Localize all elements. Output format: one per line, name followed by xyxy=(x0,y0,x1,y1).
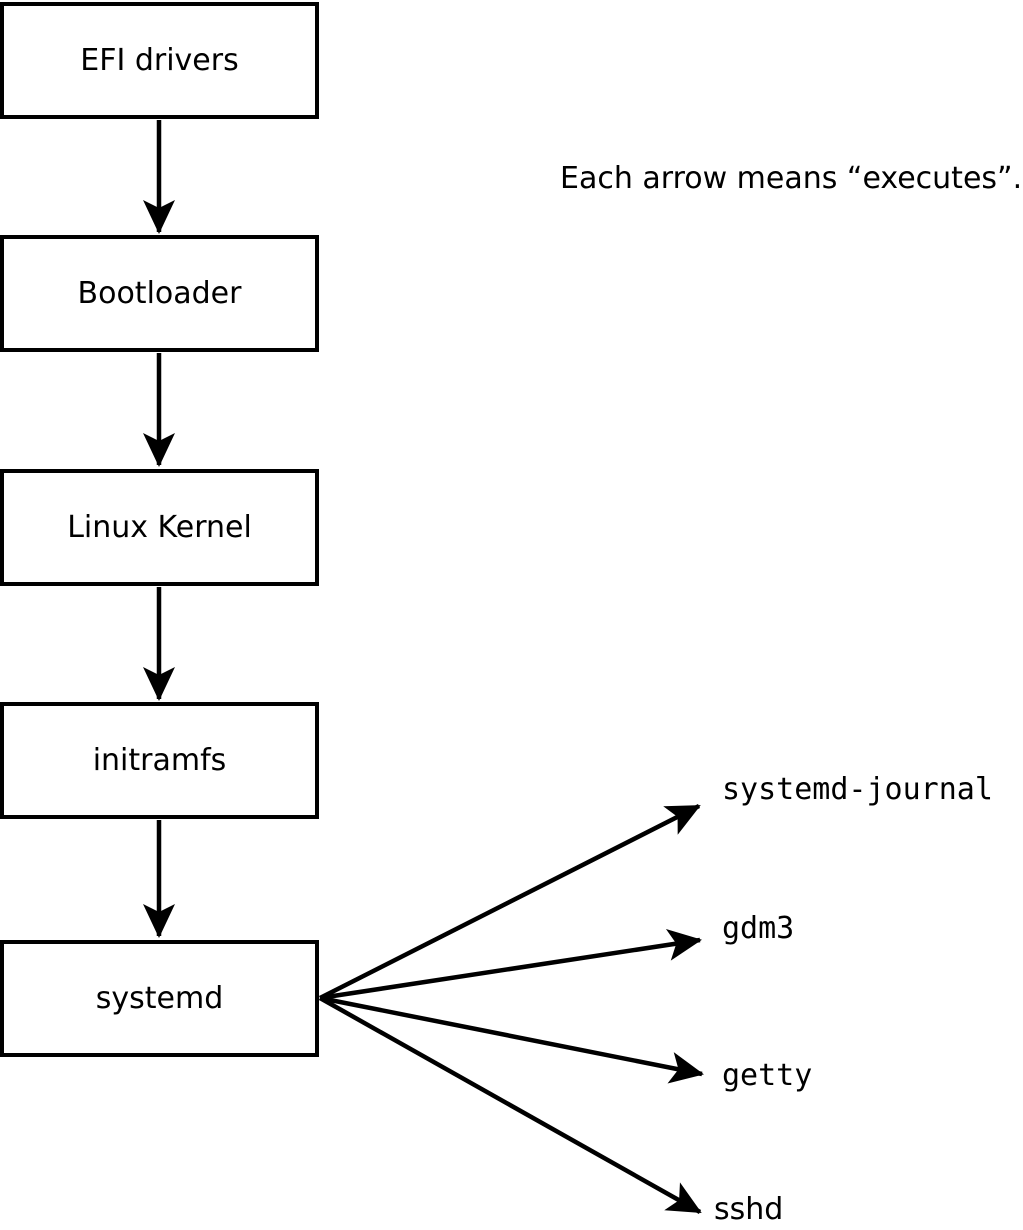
service-label-sshd: sshd xyxy=(714,1192,784,1227)
box-bootloader: Bootloader xyxy=(0,235,319,352)
box-initramfs: initramfs xyxy=(0,702,319,819)
service-label-getty: getty xyxy=(722,1058,813,1093)
box-linux-kernel-label: Linux Kernel xyxy=(67,509,252,545)
box-initramfs-label: initramfs xyxy=(92,742,227,778)
arrow-systemd-to-getty xyxy=(319,995,704,1084)
caption-arrow-meaning: Each arrow means “executes”. xyxy=(560,161,1023,196)
box-systemd-label: systemd xyxy=(95,980,224,1016)
box-bootloader-label: Bootloader xyxy=(77,275,242,311)
arrow-systemd-to-systemd-journal xyxy=(318,803,701,1001)
service-label-gdm3: gdm3 xyxy=(722,911,795,946)
box-systemd: systemd xyxy=(0,940,319,1057)
box-efi-drivers-label: EFI drivers xyxy=(80,42,239,78)
arrow-systemd-to-gdm3 xyxy=(319,929,702,1001)
arrow-systemd-to-sshd xyxy=(318,996,702,1214)
box-linux-kernel: Linux Kernel xyxy=(0,469,319,586)
box-efi-drivers: EFI drivers xyxy=(0,2,319,119)
service-label-systemd-journal: systemd-journal xyxy=(722,772,993,807)
